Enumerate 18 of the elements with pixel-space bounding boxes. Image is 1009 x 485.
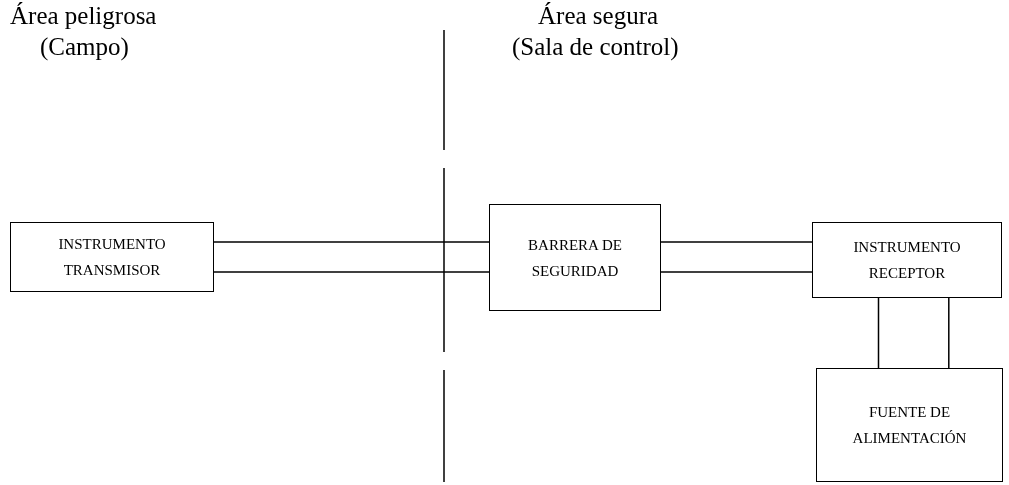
- block-box: [489, 204, 661, 311]
- zone-heading: (Sala de control): [512, 33, 679, 61]
- connection-line: [660, 271, 813, 273]
- connection-line: [213, 241, 490, 243]
- block-box: [10, 222, 214, 292]
- block-box: [812, 222, 1002, 298]
- block-label: INSTRUMENTO TRANSMISOR: [57, 235, 167, 280]
- block-label: BARRERA DE SEGURIDAD: [527, 235, 623, 281]
- zone-heading: Área segura: [538, 2, 659, 30]
- connection-line: [877, 297, 880, 369]
- block-box: [816, 368, 1003, 482]
- zone-heading: Área peligrosa: [10, 2, 157, 30]
- zone-heading: (Campo): [40, 33, 129, 61]
- connection-line: [213, 271, 490, 273]
- block-label: FUENTE DE ALIMENTACIÓN: [851, 403, 968, 448]
- connection-line: [660, 241, 813, 243]
- connection-line: [948, 297, 950, 369]
- block-label: INSTRUMENTO RECEPTOR: [852, 238, 962, 283]
